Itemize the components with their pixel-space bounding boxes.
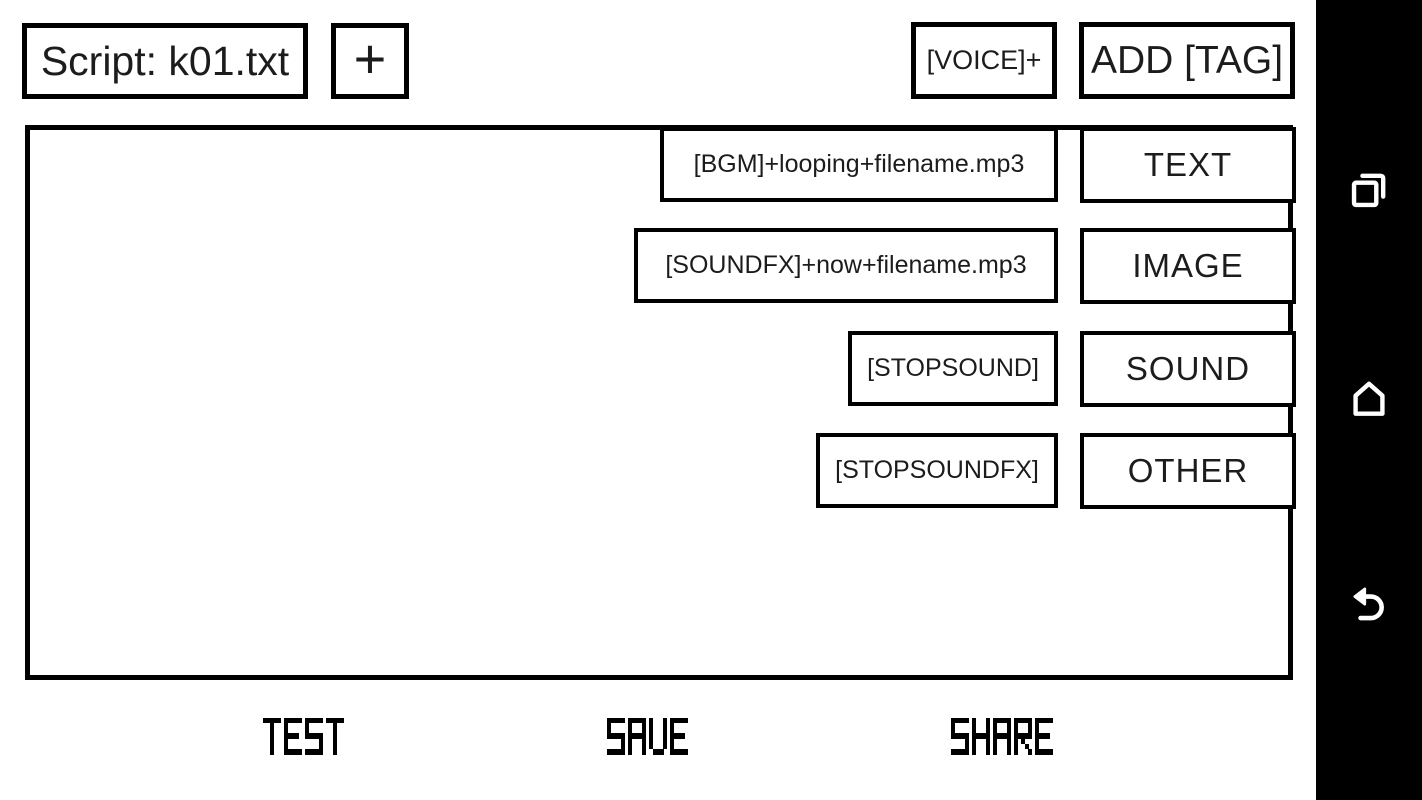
- new-script-button[interactable]: +: [331, 23, 409, 99]
- script-file-button[interactable]: Script: k01.txt: [22, 23, 308, 99]
- recents-icon: [1346, 167, 1392, 218]
- category-button-image[interactable]: IMAGE: [1080, 228, 1296, 304]
- share-button[interactable]: [951, 717, 1054, 755]
- tag-shortcut-soundfx[interactable]: [SOUNDFX]+now+filename.mp3: [634, 228, 1058, 303]
- back-button[interactable]: [1339, 577, 1399, 637]
- test-button[interactable]: [263, 717, 345, 755]
- voice-tag-button[interactable]: [VOICE]+: [911, 22, 1057, 99]
- category-button-sound[interactable]: SOUND: [1080, 331, 1296, 407]
- android-navigation-bar: [1316, 0, 1422, 800]
- save-button[interactable]: [607, 717, 689, 755]
- category-button-other[interactable]: OTHER: [1080, 433, 1296, 509]
- add-tag-button[interactable]: ADD [TAG]: [1079, 22, 1295, 99]
- home-button[interactable]: [1339, 370, 1399, 430]
- category-button-text[interactable]: TEXT: [1080, 127, 1296, 203]
- recents-button[interactable]: [1339, 162, 1399, 222]
- home-icon: [1346, 375, 1392, 426]
- tag-shortcut-bgm[interactable]: [BGM]+looping+filename.mp3: [660, 127, 1058, 202]
- back-icon: [1346, 582, 1392, 633]
- action-bar: [0, 712, 1316, 760]
- tag-shortcut-stopsound[interactable]: [STOPSOUND]: [848, 331, 1058, 406]
- tag-shortcut-stopsoundfx[interactable]: [STOPSOUNDFX]: [816, 433, 1058, 508]
